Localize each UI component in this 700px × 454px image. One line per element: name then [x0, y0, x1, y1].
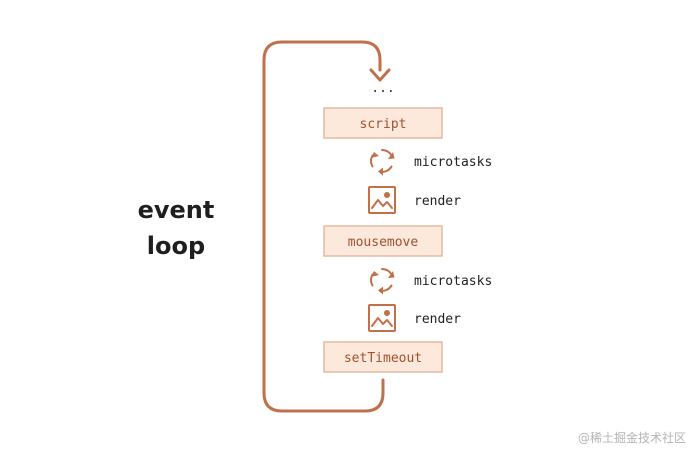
step-label: render — [414, 312, 461, 327]
watermark: @稀土掘金技术社区 — [577, 431, 686, 445]
task-box-mousemove: mousemove — [323, 225, 443, 257]
cycle-arrows-icon — [370, 268, 395, 295]
task-label: script — [360, 117, 407, 132]
step-label: microtasks — [414, 274, 492, 289]
picture-icon — [368, 186, 396, 214]
task-label: setTimeout — [344, 351, 422, 366]
step-label: render — [414, 194, 461, 209]
cycle-arrows-icon — [370, 149, 395, 176]
title-loop: loop — [147, 232, 205, 260]
step-label: microtasks — [414, 155, 492, 170]
microtasks-step: microtasks — [370, 268, 492, 295]
title-event: event — [138, 196, 215, 224]
task-box-script: script — [323, 107, 443, 139]
picture-icon — [368, 304, 396, 332]
task-label: mousemove — [348, 235, 419, 250]
top-ellipsis: ... — [371, 81, 394, 96]
microtasks-step: microtasks — [370, 149, 492, 176]
render-step: render — [368, 304, 461, 332]
loop-arrow — [262, 40, 385, 413]
task-box-settimeout: setTimeout — [323, 341, 443, 373]
loop-arrowhead — [369, 68, 391, 82]
render-step: render — [368, 186, 461, 214]
